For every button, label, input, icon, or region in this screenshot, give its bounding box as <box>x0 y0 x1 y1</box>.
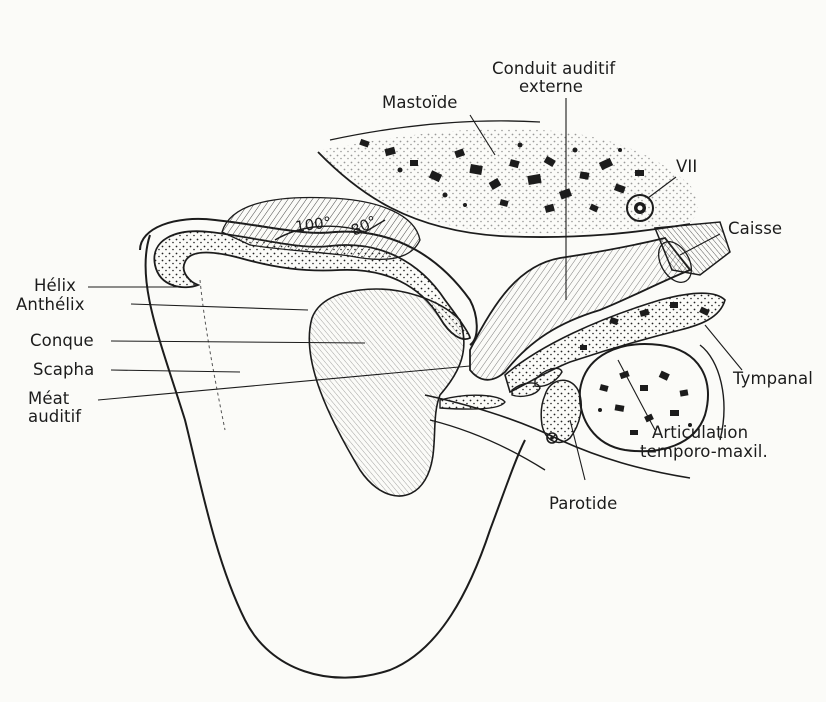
concha-body <box>309 289 464 496</box>
label-tympanal: Tympanal <box>733 370 813 387</box>
label-vii: VII <box>676 158 697 175</box>
label-conduit-line1: Conduit auditif <box>492 60 615 77</box>
label-articulation-line1: Articulation <box>652 424 748 441</box>
label-helix: Hélix <box>34 277 76 294</box>
label-meat-line2: auditif <box>28 408 81 425</box>
label-scapha: Scapha <box>33 361 94 378</box>
label-conque: Conque <box>30 332 94 349</box>
label-conduit-line2: externe <box>519 78 583 95</box>
label-anthelix: Anthélix <box>16 296 85 313</box>
label-meat-line1: Méat <box>28 390 69 407</box>
label-mastoide: Mastoïde <box>382 94 458 111</box>
label-parotide: Parotide <box>549 495 617 512</box>
label-articulation-line2: temporo-maxil. <box>640 443 768 460</box>
label-caisse: Caisse <box>728 220 782 237</box>
